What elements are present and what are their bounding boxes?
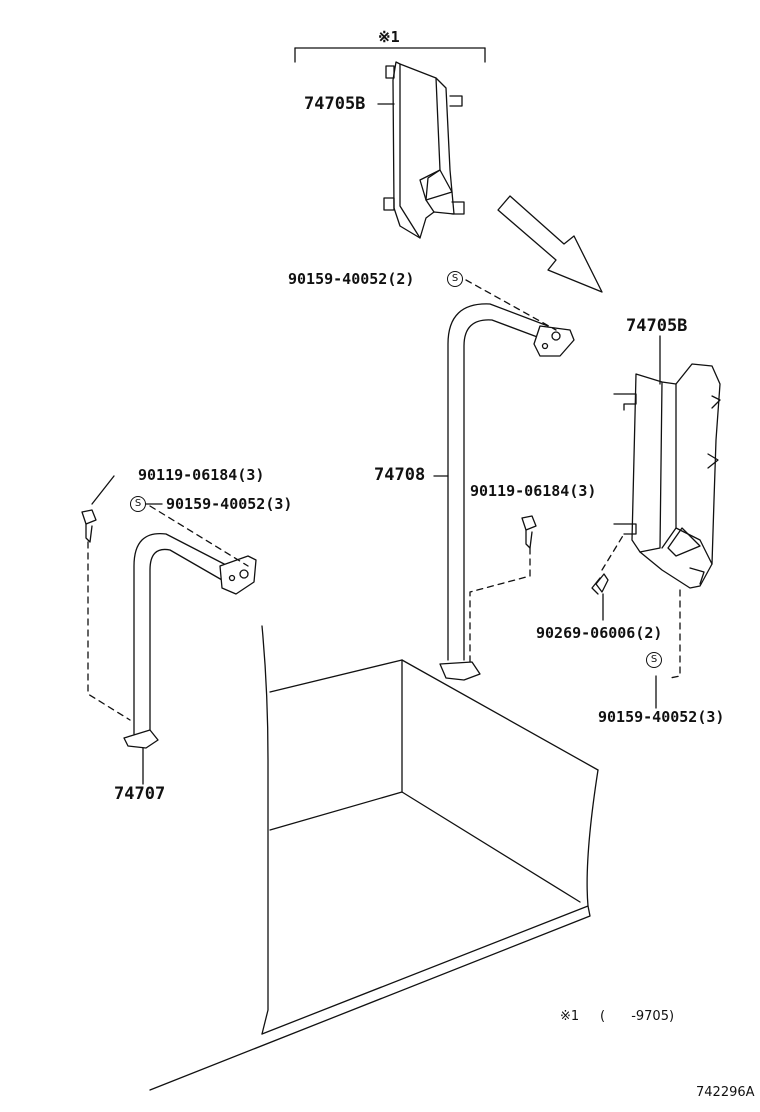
note-bracket xyxy=(294,47,486,63)
direction-arrow xyxy=(497,195,603,293)
center-handle-drawing xyxy=(433,303,575,681)
part-label-90119-06184-left[interactable]: 90119-06184(3) xyxy=(138,466,265,484)
bolt-center-drawing xyxy=(521,515,537,549)
bolt-left-drawing xyxy=(81,475,115,543)
part-label-90159-40052-left[interactable]: 90159-40052(3) xyxy=(166,495,293,513)
leader-lines xyxy=(145,503,657,709)
right-shield-drawing xyxy=(613,335,721,589)
left-handle-drawing xyxy=(123,532,257,785)
part-label-74705b-right[interactable]: 74705B xyxy=(626,316,688,336)
part-label-90159-40052-right[interactable]: 90159-40052(3) xyxy=(598,708,725,726)
clip-drawing xyxy=(591,573,609,621)
vehicle-body-outline xyxy=(149,625,599,1091)
sealant-mark-a: S xyxy=(447,271,463,287)
part-label-74708[interactable]: 74708 xyxy=(374,465,426,485)
note-text: ( -9705) xyxy=(600,1009,675,1024)
part-label-74707[interactable]: 74707 xyxy=(114,784,166,804)
sealant-mark-left: S xyxy=(130,496,146,512)
part-label-74705b-upper[interactable]: 74705B xyxy=(304,94,366,114)
note-mark-top: ※1 xyxy=(378,28,400,46)
part-label-90119-06184-center[interactable]: 90119-06184(3) xyxy=(470,482,597,500)
part-label-90269-06006[interactable]: 90269-06006(2) xyxy=(536,624,663,642)
assembly-lines xyxy=(87,279,681,721)
upper-shield-drawing xyxy=(377,61,465,239)
sealant-mark-right: S xyxy=(646,652,662,668)
part-label-90159-40052-2[interactable]: 90159-40052(2) xyxy=(288,270,415,288)
diagram-id: 742296A xyxy=(696,1085,755,1100)
note-mark-legend: ※1 xyxy=(560,1009,580,1024)
